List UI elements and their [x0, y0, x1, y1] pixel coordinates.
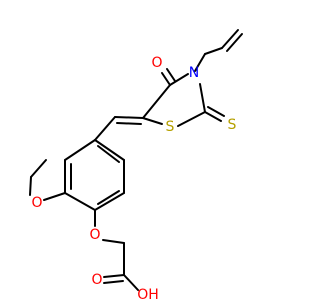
bond-ar-inner-2 [97, 190, 120, 205]
bond-c4-n [169, 73, 189, 86]
atom-labels: O N S S O O O OH [31, 55, 236, 300]
bond-s1-c5 [142, 117, 163, 125]
bond-ar-c4-c5 [94, 192, 125, 211]
bond-ar-c3-c4 [64, 192, 96, 211]
bond-n-c2 [199, 83, 206, 113]
bond-ar-o-ethoxy [43, 192, 66, 201]
bond-ch2-ch3-ethoxy [30, 159, 47, 178]
bonds [29, 29, 243, 291]
bond-c4-o-double-b [166, 68, 176, 82]
atom-o-carbonyl: O [91, 272, 102, 288]
bond-allyl-ch-ch2-double-a [221, 29, 239, 49]
bond-ar-c1-c2 [64, 139, 96, 161]
atom-oh-acid: OH [137, 287, 159, 300]
bond-o-ch2-ethoxy [29, 176, 32, 196]
atom-o-ether: O [89, 227, 100, 243]
bond-ar-c6-c1 [94, 139, 125, 161]
bond-c5-ch-double-b [116, 122, 142, 125]
atom-o-ketone: O [151, 55, 162, 71]
atom-n-ring: N [189, 65, 199, 81]
bond-n-allyl [194, 53, 206, 72]
bond-allyl-ch-ch2-double-b [226, 33, 243, 52]
bond-c4-o-double-a [161, 72, 171, 86]
bond-c2-s-double-a [204, 111, 222, 122]
bond-ch-aryl [94, 116, 116, 141]
atom-o-ethoxy: O [31, 195, 42, 211]
bond-c-o-double-a [103, 274, 125, 278]
bond-ar-inner-3 [97, 145, 120, 163]
bond-c5-c4 [142, 84, 171, 119]
bond-c5-ch-double-a [114, 116, 144, 119]
bond-c2-s-double-b [207, 106, 225, 117]
chemical-structure: O N S S O O O OH [29, 29, 243, 300]
atom-s-ring: S [166, 119, 175, 135]
atom-s-thione: S [228, 117, 237, 133]
bond-c2-s1 [177, 111, 206, 127]
bond-c-oh [123, 274, 139, 291]
bond-o-ch2 [102, 239, 125, 244]
bond-c-o-double-b [103, 280, 124, 284]
bond-allyl-ch2-ch [204, 47, 223, 55]
